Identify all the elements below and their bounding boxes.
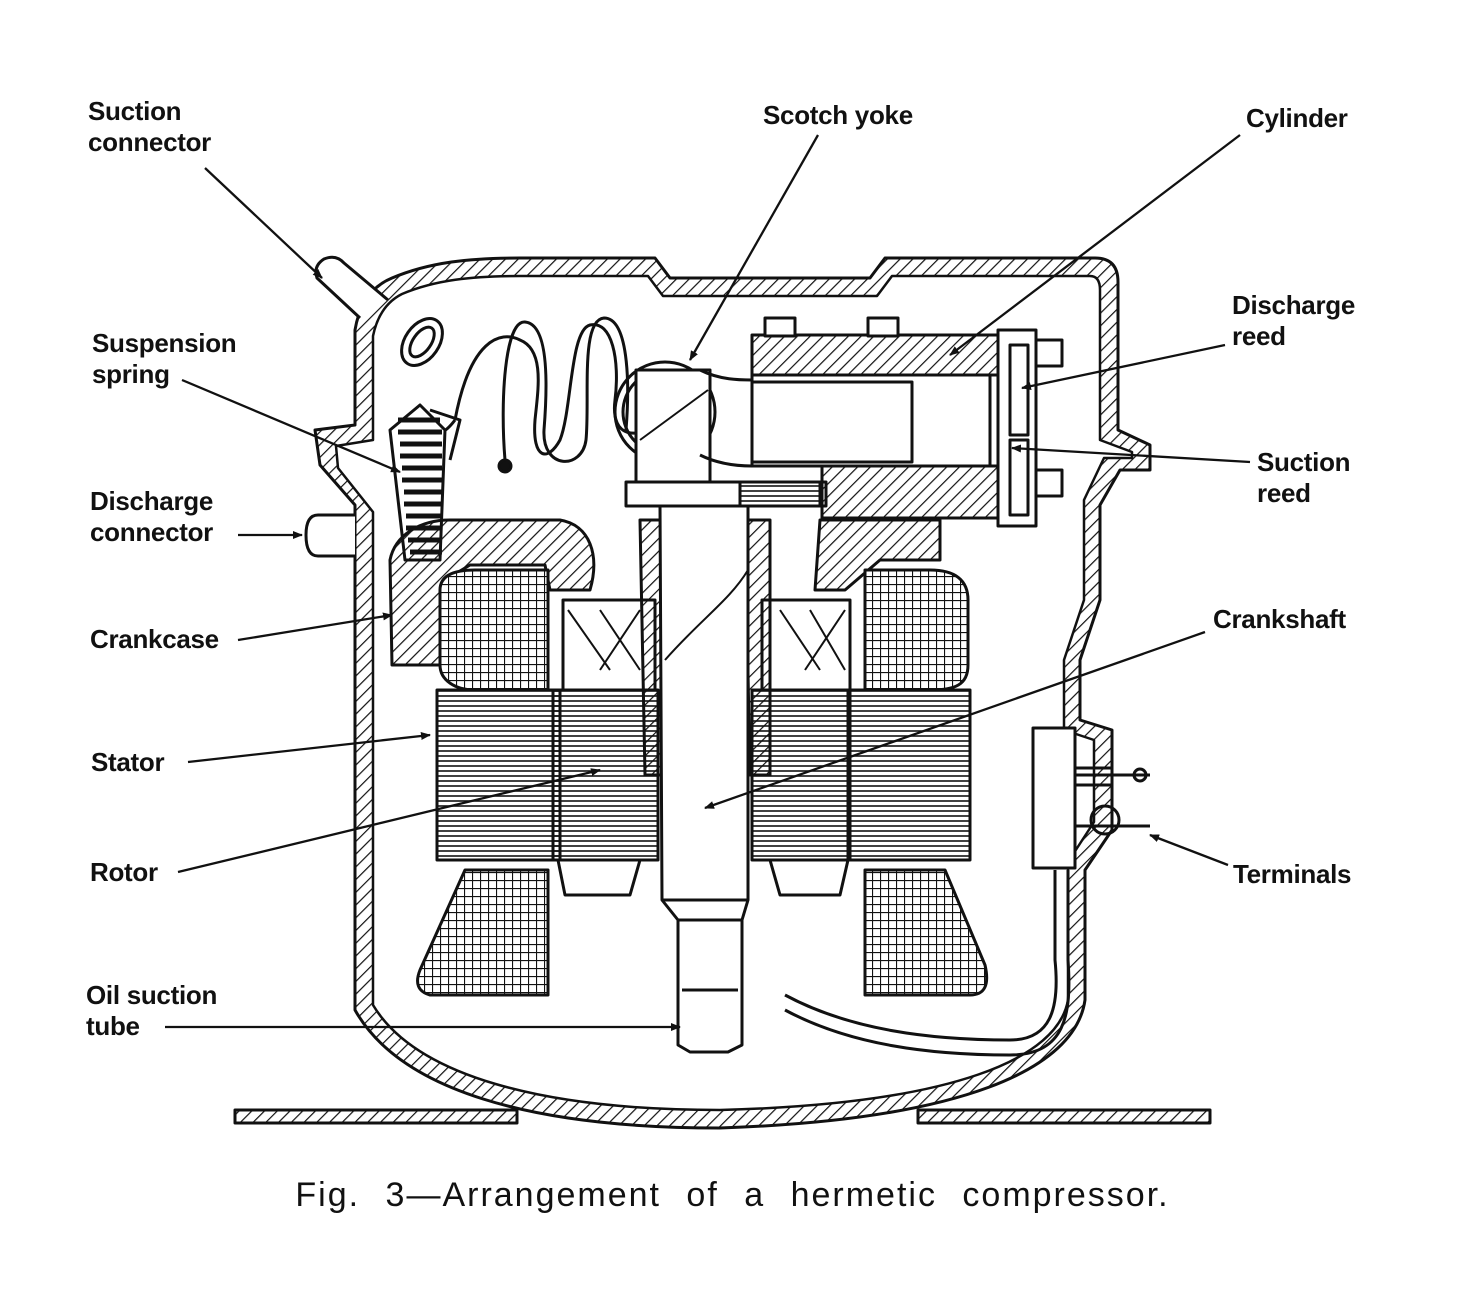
leader-scotch-yoke (689, 134, 819, 361)
stator-winding-bottom-left (416, 868, 550, 997)
leader-suction-reed (1011, 444, 1251, 464)
stator (435, 688, 562, 862)
stator-winding-bottom-right (863, 868, 989, 997)
label-stator: Stator (91, 747, 165, 777)
label-crankcase: Crankcase (90, 624, 219, 654)
leader-suspension-spring (181, 378, 401, 474)
terminal-block (1031, 726, 1150, 870)
label-scotch-yoke: Scotch yoke (763, 100, 913, 130)
valve-plate (996, 328, 1064, 528)
label-suction-connector: Suction connector (88, 96, 211, 157)
label-crankshaft: Crankshaft (1213, 604, 1346, 634)
label-suspension-spring: Suspension spring (92, 328, 237, 389)
label-discharge-reed: Discharge reed (1232, 290, 1356, 351)
leader-crankcase (237, 612, 393, 642)
label-suction-reed: Suction reed (1257, 447, 1351, 508)
leader-stator (187, 732, 431, 764)
leader-discharge-reed (1021, 343, 1226, 391)
stator-winding-top-right (863, 568, 970, 692)
leader-rotor (177, 768, 601, 874)
cylinder (699, 316, 1002, 520)
figure-caption: Fig. 3—Arrangement of a hermetic compres… (295, 1176, 1170, 1214)
label-oil-suction-tube: Oil suction tube (86, 980, 218, 1041)
scotch-yoke (613, 360, 717, 488)
discharge-connector-stub (304, 513, 355, 558)
leader-cylinder (949, 134, 1241, 356)
label-terminals: Terminals (1233, 859, 1352, 889)
stator-winding-top-left (438, 568, 550, 692)
leader-terminals (1149, 833, 1229, 867)
mounting-base (233, 1108, 1212, 1125)
leader-crankshaft (704, 630, 1206, 810)
label-discharge-connector: Discharge connector (90, 486, 214, 547)
label-cylinder: Cylinder (1246, 103, 1348, 133)
label-rotor: Rotor (90, 857, 158, 887)
leader-suction-connector (204, 167, 323, 279)
rotor (551, 688, 660, 862)
